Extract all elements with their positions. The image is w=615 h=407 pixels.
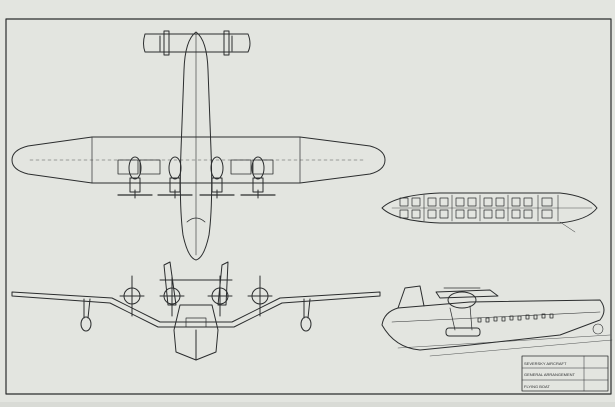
- engines-front: [119, 275, 273, 317]
- wing-front: [11, 291, 381, 328]
- title-block: SEVERSKY AIRCRAFT GENERAL ARRANGEMENT FL…: [521, 355, 609, 392]
- hull-front: [173, 304, 219, 361]
- title-line-1: SEVERSKY AIRCRAFT: [524, 361, 567, 366]
- hull-plan: [179, 31, 213, 261]
- horizontal-stabilizer: [143, 33, 251, 53]
- fin-left-plan: [163, 30, 170, 56]
- fin-right-plan: [223, 30, 230, 56]
- plan-view: [11, 30, 386, 261]
- fin-right-front: [217, 261, 229, 306]
- cabin-plan: [381, 192, 598, 233]
- fin-left-front: [163, 261, 177, 306]
- wing-side: [435, 289, 499, 299]
- drawing-border: [5, 18, 612, 395]
- hull-side: [381, 299, 605, 351]
- title-line-3: FLYING BOAT: [524, 384, 550, 389]
- engine-nacelles-plan: [117, 156, 276, 199]
- title-line-2: GENERAL ARRANGEMENT: [524, 372, 576, 377]
- side-view: [381, 285, 613, 357]
- cabin-hull-outline: [381, 192, 598, 224]
- wing-plan: [11, 136, 386, 184]
- front-view: [11, 261, 381, 361]
- fin-side: [397, 285, 425, 309]
- wing-floats-front: [80, 298, 312, 332]
